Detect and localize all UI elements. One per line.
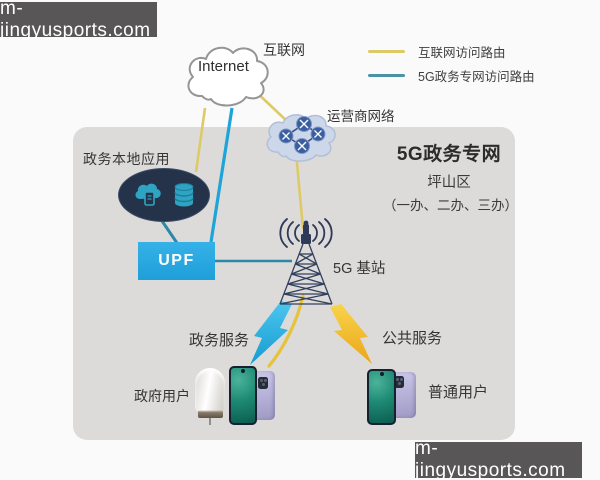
gov-phone-front	[229, 366, 257, 425]
panel-title: 5G政务专网	[396, 144, 502, 165]
watermark-top-left: m-jingyusports.com	[0, 0, 157, 41]
legend-private-route: 5G政务专网访问路由	[368, 66, 535, 85]
gov-user-label: 政府用户	[134, 388, 190, 404]
antenna-head	[301, 220, 311, 244]
watermark-bottom-right: m-jingyusports.com	[415, 438, 582, 480]
carrier-network-label: 运营商网络	[327, 109, 395, 124]
cpe-device	[194, 368, 227, 425]
cpe-base	[198, 410, 223, 418]
panel-subtitle: 坪山区	[427, 175, 471, 191]
cpe-spike	[209, 418, 211, 425]
legend-teal-line	[368, 74, 405, 77]
upf-node: UPF	[138, 242, 215, 280]
phone-camera-icon	[258, 377, 268, 389]
normal-user-label: 普通用户	[428, 384, 489, 401]
legend-internet-route: 互联网访问路由	[368, 42, 506, 61]
cloud-app-icon	[135, 183, 161, 206]
legend-private-route-label: 5G政务专网访问路由	[418, 70, 535, 84]
legend-internet-route-label: 互联网访问路由	[418, 46, 506, 60]
public-phone-front	[367, 369, 396, 425]
cpe-body	[195, 368, 225, 412]
base-station-label: 5G 基站	[333, 261, 386, 277]
internet-cloud	[187, 46, 269, 107]
local-app-label: 政务本地应用	[83, 151, 170, 167]
gov-service-label: 政务服务	[189, 332, 250, 349]
database-icon	[173, 183, 194, 207]
radio-waves-icon	[279, 218, 333, 248]
panel-subtitle2: （一办、二办、三办）	[383, 198, 518, 213]
phone-camera-icon	[394, 376, 404, 388]
internet-label: 互联网	[263, 42, 305, 58]
router-nodes	[278, 116, 326, 154]
public-service-label: 公共服务	[382, 330, 443, 347]
legend-yellow-line	[368, 50, 405, 53]
local-app-node	[118, 168, 210, 222]
panel-title-block: 5G政务专网 坪山区 （一办、二办、三办）	[383, 139, 518, 214]
internet-cloud-text: Internet	[198, 58, 249, 75]
carrier-network-cloud	[266, 114, 336, 162]
lattice-mast	[279, 243, 333, 305]
